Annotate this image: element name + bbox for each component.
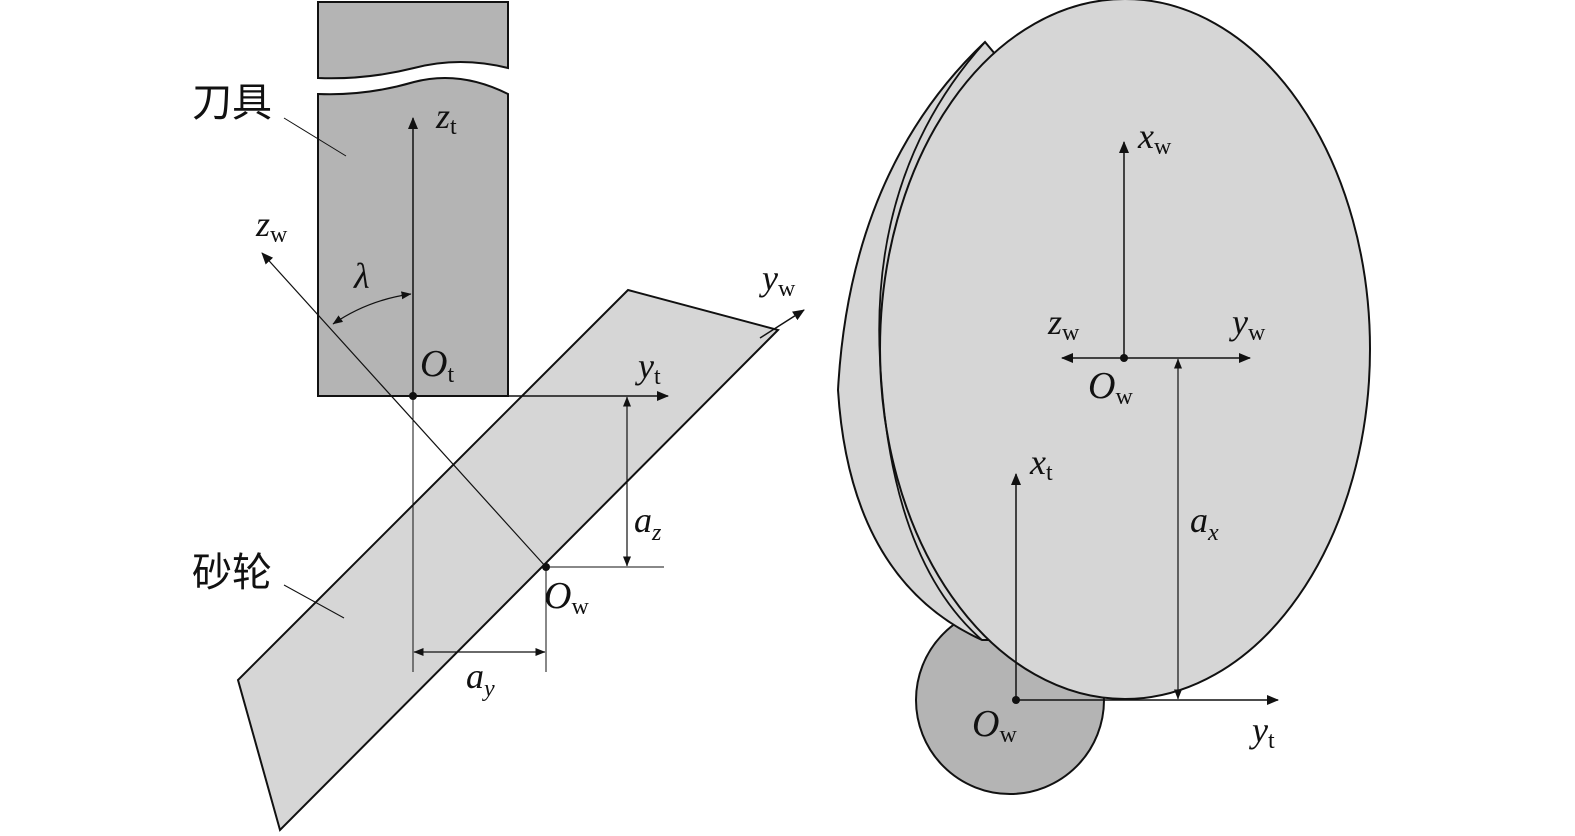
grinding-wheel-section xyxy=(236,288,780,832)
label-ax: ax xyxy=(1190,500,1219,546)
yw-axis-arrow xyxy=(759,309,805,339)
label-zt: zt xyxy=(435,96,457,140)
label-zw-right: zw xyxy=(1047,302,1080,346)
grinding-wheel-front-view xyxy=(836,0,1371,700)
label-xw: xw xyxy=(1137,116,1172,160)
label-lambda: λ xyxy=(353,256,370,296)
label-ow-right-top: Ow xyxy=(1088,365,1133,410)
wheel-label: 砂轮 xyxy=(192,550,272,596)
label-ow-left: Ow xyxy=(544,575,589,620)
label-yw-left: yw xyxy=(759,258,796,302)
origin-ow-top-dot xyxy=(1120,354,1128,362)
label-yw-right: yw xyxy=(1229,302,1266,346)
label-xt: xt xyxy=(1029,442,1053,486)
label-az: az xyxy=(634,500,662,546)
zw-axis xyxy=(261,252,547,568)
tool-label: 刀具 xyxy=(192,80,272,126)
label-ay: ay xyxy=(466,656,495,702)
wheel-leader xyxy=(283,584,345,619)
label-zw-left: zw xyxy=(255,204,288,248)
label-yt-right: yt xyxy=(1249,710,1275,754)
origin-ot-dot xyxy=(409,392,417,400)
label-ow-right-bottom: Ow xyxy=(972,703,1017,748)
origin-ow-bottom-dot xyxy=(1012,696,1020,704)
label-yt-left: yt xyxy=(635,346,661,390)
lambda-arc xyxy=(332,291,412,325)
origin-ow-dot xyxy=(542,563,550,571)
label-ot: Ot xyxy=(420,343,454,388)
tool-leader xyxy=(283,117,347,157)
